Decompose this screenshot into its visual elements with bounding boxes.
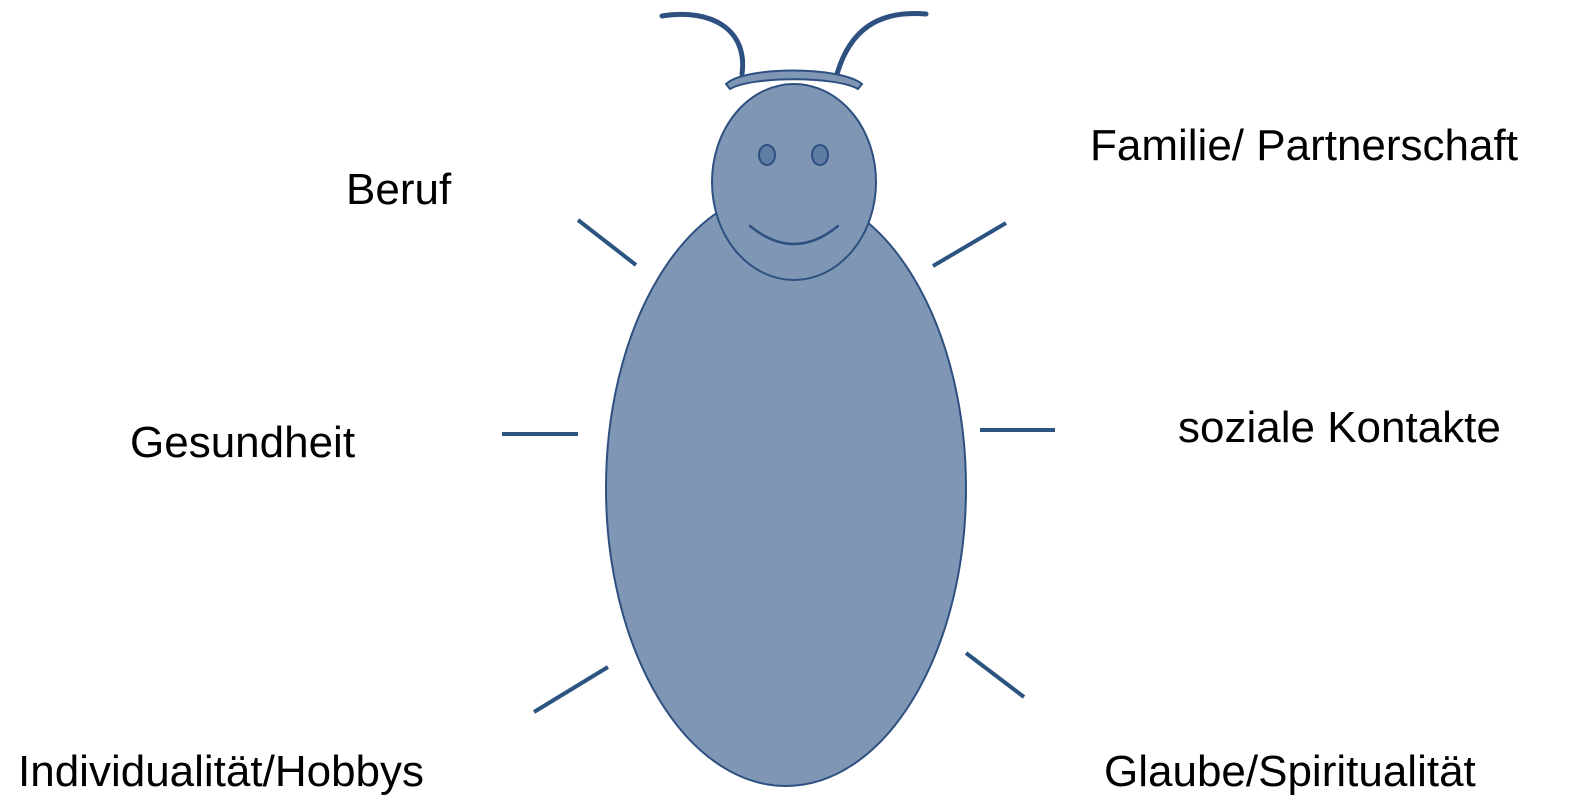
leg-familie bbox=[933, 223, 1006, 266]
leg-individualitaet bbox=[534, 667, 608, 712]
label-soziale-kontakte: soziale Kontakte bbox=[1178, 406, 1501, 450]
leg-glaube bbox=[966, 653, 1024, 697]
label-glaube-spiritualitaet: Glaube/Spiritualität bbox=[1104, 750, 1476, 794]
label-individualitaet-hobbys: Individualität/Hobbys bbox=[18, 750, 424, 794]
beetle-head bbox=[712, 84, 876, 280]
label-familie-partnerschaft: Familie/ Partnerschaft bbox=[1090, 124, 1518, 168]
left-antenna-icon bbox=[662, 14, 743, 74]
right-antenna-icon bbox=[837, 14, 926, 75]
label-gesundheit: Gesundheit bbox=[130, 421, 355, 465]
right-eye-icon bbox=[812, 145, 828, 165]
label-beruf: Beruf bbox=[346, 168, 451, 212]
left-eye-icon bbox=[759, 145, 775, 165]
leg-beruf bbox=[578, 220, 636, 265]
